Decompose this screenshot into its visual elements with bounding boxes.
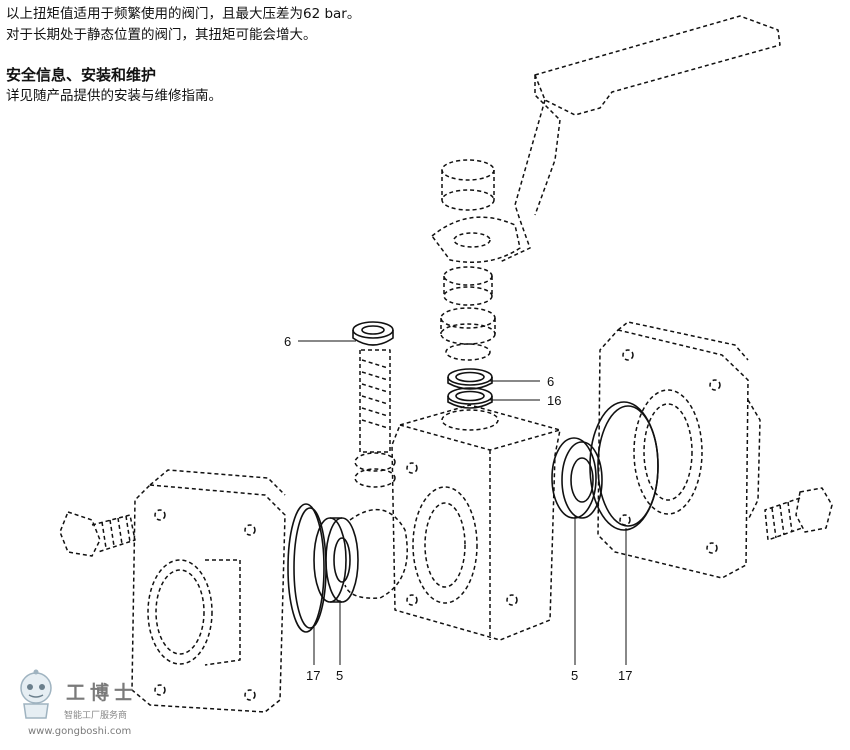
callout-stem-16: 16 [547,393,561,408]
section-body: 详见随产品提供的安装与维修指南。 [6,88,222,104]
callout-right-17: 17 [618,668,632,683]
callout-left-5: 5 [336,668,343,683]
callout-left-17: 17 [306,668,320,683]
callout-right-5: 5 [571,668,578,683]
right-bolt [764,487,833,541]
intro-line-2: 对于长期处于静态位置的阀门，其扭矩可能会增大。 [6,27,317,43]
watermark-url: www.gongboshi.com [28,726,132,737]
handle-lever [499,15,781,263]
callout-upper-left-6: 6 [284,334,291,349]
watermark: 工博士 智能工厂服务商 www.gongboshi.com [8,668,168,746]
left-oring-17 [287,503,327,633]
watermark-name: 工博士 [66,682,139,704]
stem-seal-16 [447,387,493,409]
left-end-flange [131,469,286,713]
stem-seal-6 [447,368,493,390]
stem-washer-6 [352,321,394,346]
stem-bolt [354,349,396,488]
right-oring-17 [589,401,659,531]
watermark-subtitle: 智能工厂服务商 [64,711,128,721]
intro-line-1: 以上扭矩值适用于频繁使用的阀门，且最大压差为62 bar。 [6,6,361,22]
stem-washer-stack [440,266,496,361]
right-seat-5 [551,437,603,519]
robot-mascot-icon [20,669,52,719]
callout-stem-6: 6 [547,374,554,389]
right-end-flange [597,321,761,579]
handle-nut [441,159,495,211]
handle-plate [431,216,521,263]
section-heading: 安全信息、安装和维护 [6,66,157,84]
valve-body [391,404,561,641]
left-bolt [59,511,136,557]
intro-text-block: 以上扭矩值适用于频繁使用的阀门，且最大压差为62 bar。 对于长期处于静态位置… [6,4,436,107]
